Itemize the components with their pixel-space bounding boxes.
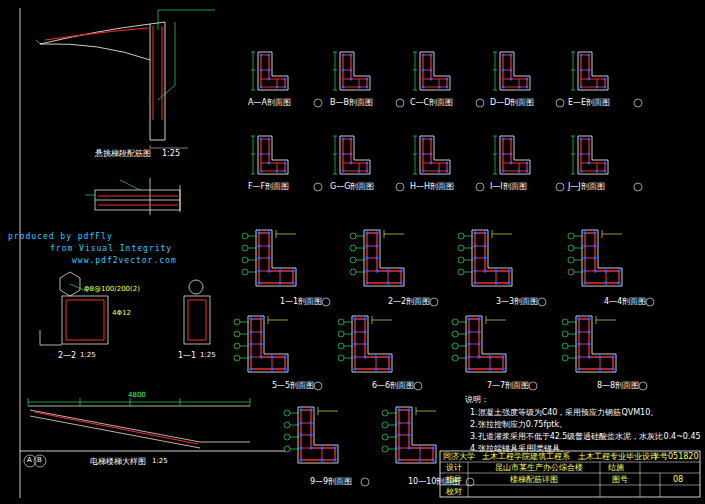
drawing-label: 校对 [446, 488, 462, 496]
drawing-label: 1:25 [80, 352, 96, 359]
drawing-label: 楼梯配筋详图 [510, 476, 558, 484]
drawing-label: A [27, 457, 32, 464]
drawing-label: 8—8剖面图 [597, 382, 639, 390]
drawing-label: 2—2 [58, 352, 76, 360]
drawing-label: 5—5剖面图 [272, 382, 314, 390]
drawing-label: 土木工程学院建筑工程系 [482, 453, 570, 461]
drawing-label: 7—7剖面图 [487, 382, 529, 390]
drawing-label: 4Φ12 [112, 310, 131, 317]
drawing-label: H—H剖面图 [410, 183, 454, 191]
drawing-label: A—A剖面图 [248, 99, 291, 107]
drawing-label: 2.张拉控制应力0.75fptk。 [470, 421, 567, 429]
drawing-label: B [37, 457, 42, 464]
drawing-label: B—B剖面图 [330, 99, 373, 107]
drawing-label: from Visual Integrity [50, 245, 172, 253]
drawing-label: 结施 [608, 464, 624, 472]
drawing-label: C—C剖面图 [410, 99, 453, 107]
drawing-label: 电梯楼梯大样图 [90, 458, 146, 466]
drawing-label: 1—1 [178, 352, 196, 360]
drawing-label: 1:25 [152, 458, 168, 465]
drawing-label: www.pdf2vector.com [72, 257, 177, 265]
drawing-label: 1:25 [200, 352, 216, 359]
drawing-label: 说明： [465, 396, 489, 404]
drawing-label: 设计 [446, 464, 462, 472]
drawing-label: I—I剖面图 [490, 183, 527, 191]
drawing-label: 1.混凝土强度等级为C40，采用预应力钢筋QVM10。 [470, 409, 658, 417]
drawing-label: E—E剖面图 [568, 99, 610, 107]
drawing-label: 昆山市某生产办公综合楼 [495, 464, 583, 472]
drawing-label: 图号 [612, 476, 628, 484]
drawing-label: 2—2剖面图 [388, 298, 430, 306]
drawing-label: D—D剖面图 [490, 99, 534, 107]
drawing-label: 同济大学 [443, 453, 475, 461]
drawing-label: 指导 [446, 476, 462, 484]
drawing-label: produced by pdfFly [8, 233, 113, 241]
drawing-label: 6—6剖面图 [372, 382, 414, 390]
drawing-label: 3.孔道灌浆采用不低于42.5级普通硅酸盐水泥，水灰比0.4~0.45 [470, 433, 701, 441]
drawing-label: G—G剖面图 [330, 183, 374, 191]
drawing-label: Φ8@100/200(2) [84, 286, 140, 293]
drawing-label: 1—1剖面图 [280, 298, 322, 306]
drawing-label: 4—4剖面图 [604, 298, 646, 306]
drawing-label: F—F剖面图 [248, 183, 289, 191]
drawing-label: J—J剖面图 [568, 183, 605, 191]
drawing-label: 4800 [128, 392, 146, 399]
drawing-label: 08 [673, 476, 683, 484]
drawing-label: 学号051820 [652, 453, 699, 461]
drawing-label: 3—3剖面图 [496, 298, 538, 306]
drawing-label: 4.张拉端锚具采用I类锚具。 [470, 445, 568, 453]
drawing-label: 土木工程专业毕业设计 [578, 453, 658, 461]
drawing-label: 9—9剖面图 [310, 478, 352, 486]
drawing-label: 1:25 [162, 150, 180, 158]
drawing-label: 悬挑梯段配筋图 [95, 150, 151, 158]
